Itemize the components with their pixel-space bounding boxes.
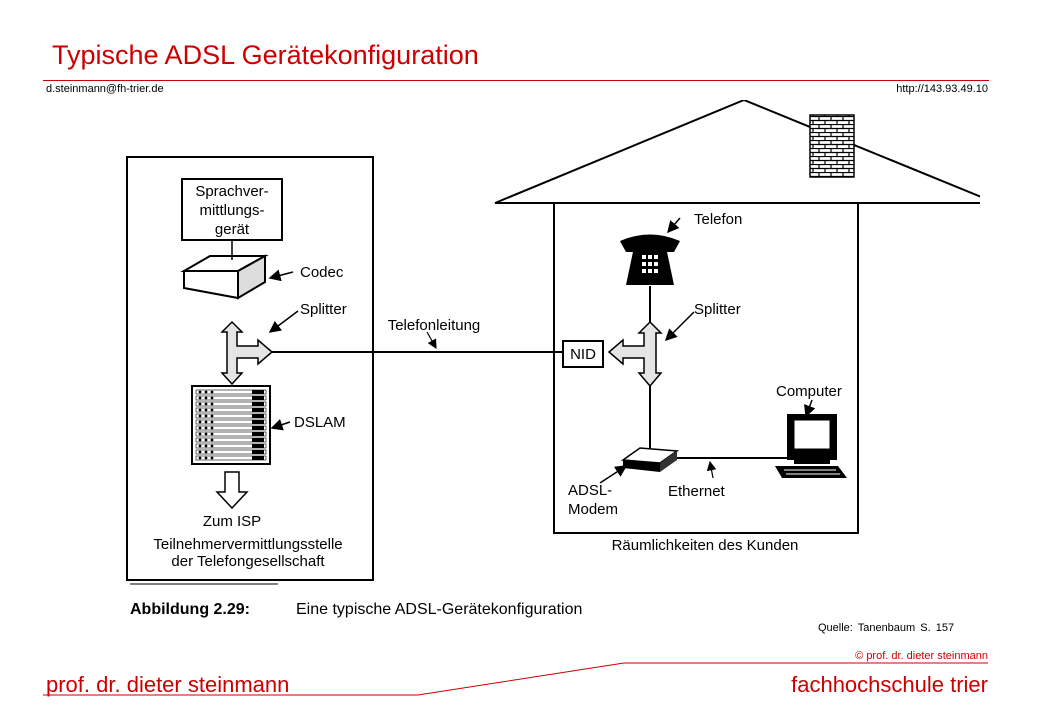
author-email: d.steinmann@fh-trier.de <box>46 83 164 95</box>
to-isp-arrow <box>215 471 249 510</box>
footer-author: prof. dr. dieter steinmann <box>46 672 290 697</box>
splitter-right-label: Splitter <box>694 301 741 318</box>
telephone-label: Telefon <box>694 211 742 228</box>
modem-label-line2: Modem <box>568 501 618 518</box>
caption-text: Eine typische ADSL-Gerätekonfiguration <box>296 601 582 618</box>
adsl-modem-icon <box>620 447 680 472</box>
exchange-label-line2: der Telefongesellschaft <box>171 553 325 570</box>
switch-label-line2: mittlungs- <box>199 202 264 219</box>
header-divider <box>43 80 989 81</box>
caption-number: Abbildung 2.29: <box>130 601 250 618</box>
server-url: http://143.93.49.10 <box>896 83 988 95</box>
splitter-right-icon <box>607 320 663 388</box>
switch-label-line1: Sprachver- <box>195 183 268 200</box>
nid-box <box>562 340 604 368</box>
slide-title: Typische ADSL Gerätekonfiguration <box>52 40 479 70</box>
codec-box <box>180 254 269 300</box>
dslam-rack <box>191 385 271 465</box>
customer-premises-label: Räumlichkeiten des Kunden <box>612 537 799 554</box>
copyright-notice: © prof. dr. dieter steinmann <box>855 650 988 662</box>
splitter-left-icon <box>220 320 274 386</box>
nid-label: NID <box>570 346 596 363</box>
dslam-label: DSLAM <box>294 414 346 431</box>
telephone-icon <box>620 234 680 285</box>
switch-label-line3: gerät <box>215 221 250 238</box>
telephone-line-label: Telefonleitung <box>388 317 481 334</box>
computer-label: Computer <box>776 383 842 400</box>
to-isp-label: Zum ISP <box>203 513 261 530</box>
chimney <box>809 114 855 178</box>
modem-label-line1: ADSL- <box>568 482 612 499</box>
exchange-building <box>126 156 374 581</box>
computer-icon <box>775 414 847 478</box>
codec-label: Codec <box>300 264 344 281</box>
source-citation: Quelle: Tanenbaum S. 157 <box>818 622 955 634</box>
exchange-label-line1: Teilnehmervermittlungsstelle <box>153 536 342 553</box>
ethernet-label: Ethernet <box>668 483 726 500</box>
footer-institution: fachhochschule trier <box>791 672 988 697</box>
adsl-diagram: Sprachver- mittlungs- gerät Codec Splitt… <box>120 100 980 628</box>
house-walls <box>553 203 859 534</box>
house-roof <box>494 100 980 204</box>
splitter-left-label: Splitter <box>300 301 347 318</box>
